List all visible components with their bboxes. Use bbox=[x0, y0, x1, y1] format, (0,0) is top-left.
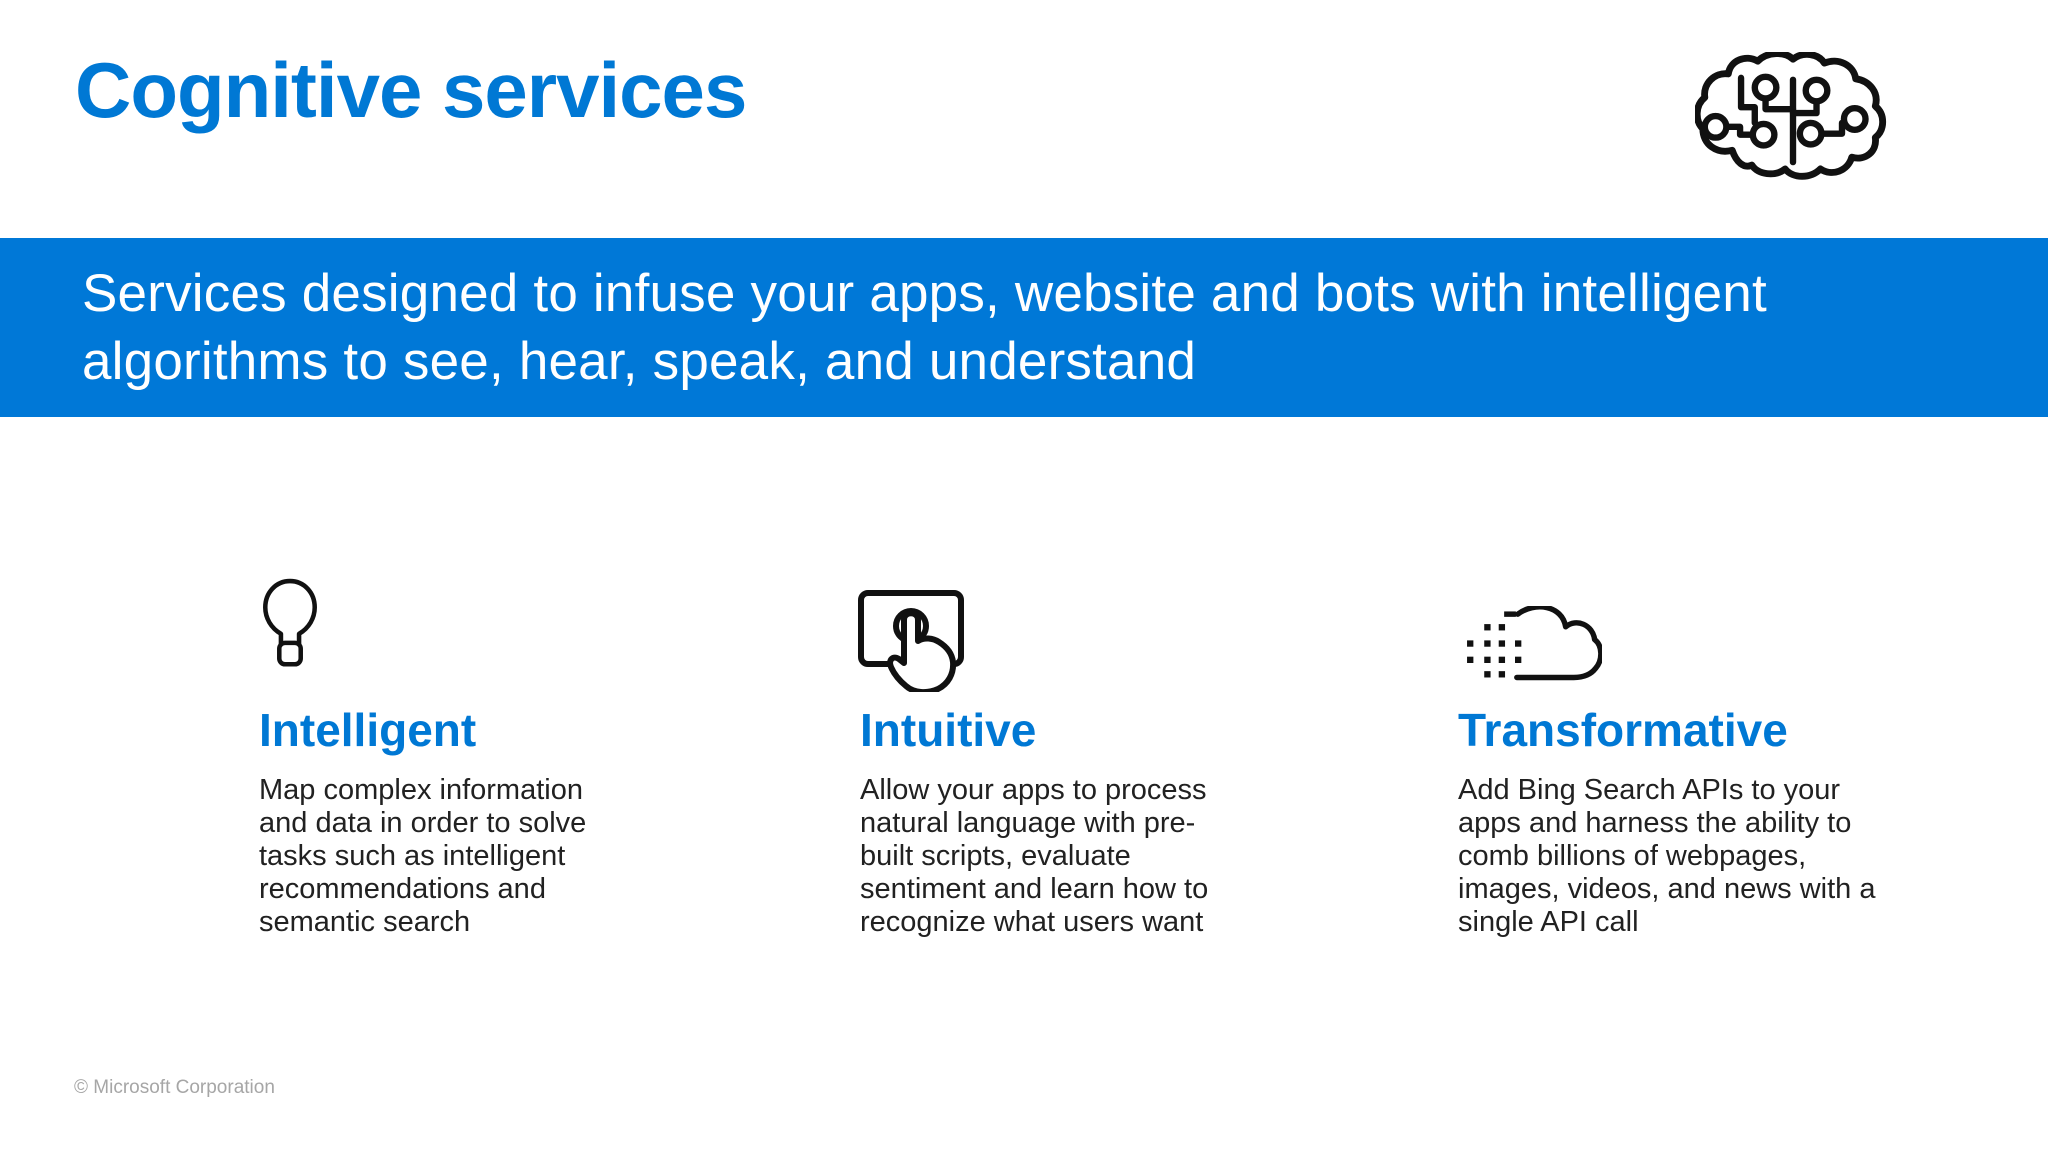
column-body: Add Bing Search APIs to your apps and ha… bbox=[1458, 774, 1876, 939]
column-heading: Intelligent bbox=[259, 704, 477, 756]
page-title: Cognitive services bbox=[75, 46, 747, 134]
brain-circuit-icon bbox=[1695, 52, 1887, 180]
banner: Services designed to infuse your apps, w… bbox=[0, 238, 2048, 417]
lightbulb-icon bbox=[263, 578, 317, 667]
cloud-data-icon bbox=[1467, 606, 1602, 681]
column-body: Map complex information and data in orde… bbox=[259, 774, 587, 939]
feature-column-transformative: Transformative Add Bing Search APIs to y… bbox=[1456, 560, 1886, 980]
touchscreen-icon bbox=[858, 590, 964, 692]
feature-column-intelligent: Intelligent Map complex information and … bbox=[257, 560, 637, 980]
column-body: Allow your apps to process natural langu… bbox=[860, 774, 1209, 939]
column-heading: Intuitive bbox=[860, 704, 1037, 756]
feature-column-intuitive: Intuitive Allow your apps to process nat… bbox=[858, 560, 1228, 980]
footer-copyright: © Microsoft Corporation bbox=[74, 1077, 275, 1098]
column-heading: Transformative bbox=[1458, 704, 1788, 756]
banner-text: Services designed to infuse your apps, w… bbox=[82, 264, 1767, 391]
